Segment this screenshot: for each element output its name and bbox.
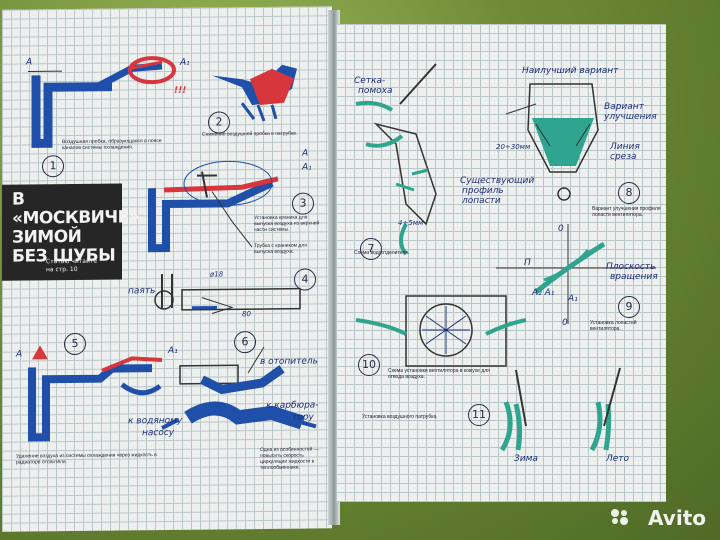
label-dim-4-5: 4÷5мм <box>398 219 424 227</box>
left-page: В «МОСКВИЧЕ» ЗИМОЙ БЕЗ ШУБЫ Статью читай… <box>2 6 332 532</box>
figure-8-drawing <box>505 83 599 201</box>
label-to-carb-2: тору <box>292 412 314 423</box>
figure-1-drawing <box>28 56 176 148</box>
caption-fig-9: Установка лопастей вентилятора. <box>590 320 637 332</box>
label-winter: Зима <box>514 454 538 464</box>
caption-fig-8: Вариант улучшения профиля лопасти вентил… <box>592 206 661 218</box>
avito-logo-icon <box>611 509 628 525</box>
label-cut-2: среза <box>610 152 637 162</box>
figure-7-drawing <box>355 63 437 256</box>
figure-number-8: 8 <box>618 182 640 204</box>
figure-9-drawing <box>496 224 656 324</box>
caption-fig-2: Снижение воздушной пробки в патрубке. <box>202 130 298 138</box>
label-best-variant: Наилучший вариант <box>522 66 619 76</box>
label-to-pump-2: насосу <box>142 427 175 439</box>
label-a-fig3: А <box>302 148 309 159</box>
figure-number-2: 2 <box>208 111 230 134</box>
figure-4-drawing <box>154 273 301 315</box>
caption-fig-7: Схема водоотделителя. <box>354 250 410 256</box>
label-plane-2: вращения <box>610 272 658 282</box>
label-p: П <box>524 258 531 268</box>
figure-number-7: 7 <box>360 238 382 260</box>
caption-fig-4: Трубка с краником для выпуска воздуха. <box>254 242 307 256</box>
label-a1-fig1: А₁ <box>180 57 190 68</box>
label-grid-2: помоха <box>358 86 393 96</box>
figure-number-4: 4 <box>294 268 316 291</box>
right-page: 7 8 9 10 11 Сетка- помоха Наилучший вари… <box>336 24 666 502</box>
figure-6-drawing <box>161 346 317 430</box>
label-improved-1: Вариант <box>604 102 644 112</box>
label-d18: ø18 <box>210 270 224 279</box>
figure-number-10: 10 <box>358 354 380 376</box>
label-to-pump-1: к водяному <box>128 415 183 427</box>
label-a2-a1: А₂ А₁ <box>532 288 555 298</box>
headline-subline-1: Статью читайте <box>46 257 98 266</box>
watermark: Avito <box>648 506 706 530</box>
figure-number-11: 11 <box>468 404 490 426</box>
label-to-heater: в отопитель <box>260 356 318 368</box>
label-zero-top: 0 <box>558 224 564 234</box>
figure-5-drawing <box>28 345 163 442</box>
caption-fig-1: Воздушная пробка, образующаяся в поясе к… <box>62 138 162 152</box>
caption-fig-11: Установка воздушного патрубка. <box>362 414 438 420</box>
label-to-carb-1: к карбюра- <box>266 400 319 411</box>
figure-11-drawing <box>499 367 621 452</box>
caption-fig-5: Удаление воздуха из системы охлаждения ч… <box>16 452 157 466</box>
left-page-drawings <box>28 56 317 442</box>
label-len80: 80 <box>242 310 251 319</box>
headline-subline-2: на стр. 10 <box>46 265 78 274</box>
right-page-drawings <box>355 63 656 452</box>
label-a1-fig5: А₁ <box>168 345 178 356</box>
label-dim-20-30: 20÷30мм <box>496 143 531 151</box>
figure-number-3: 3 <box>292 192 314 215</box>
figure-number-1: 1 <box>42 155 64 178</box>
label-zero-bottom: 0 <box>562 318 568 328</box>
label-a1-fig3: А₁ <box>302 162 312 173</box>
figure-number-5: 5 <box>64 332 86 356</box>
headline-line-2: ЗИМОЙ <box>12 226 82 248</box>
headline-subline: Статью читайте на стр. 10 <box>46 258 97 275</box>
label-a1-vertical: А₁ <box>568 294 578 304</box>
figure-3-drawing <box>148 160 279 253</box>
label-a-fig5: А <box>16 349 23 360</box>
caption-fig-10: Схема установки вентилятора в кожухе для… <box>388 368 490 380</box>
label-grid-1: Сетка- <box>354 76 386 86</box>
headline-line-1: В «МОСКВИЧЕ» <box>12 189 140 229</box>
label-existing-1: Существующий <box>460 176 535 186</box>
label-summer: Лето <box>606 454 630 464</box>
figure-number-9: 9 <box>618 296 640 318</box>
label-exclaim: !!! <box>174 85 187 96</box>
label-seal: паять <box>128 286 156 297</box>
figure-10-drawing <box>355 295 527 367</box>
label-plane-1: Плоскость <box>606 262 656 272</box>
label-existing-3: лопасти <box>462 196 501 206</box>
label-cut-1: Линия <box>610 142 640 152</box>
caption-fig-6: Одна из особенностей — повысить скорость… <box>260 446 319 472</box>
label-existing-2: профиль <box>462 186 504 196</box>
label-improved-2: улучшения <box>604 112 657 122</box>
figure-2-drawing <box>212 64 297 122</box>
caption-fig-3: Установка краника для выпуска воздуха из… <box>254 214 320 234</box>
figure-number-6: 6 <box>234 331 256 354</box>
headline-title: В «МОСКВИЧЕ» ЗИМОЙ БЕЗ ШУБЫ <box>12 189 139 266</box>
label-a-fig1: А <box>26 57 33 68</box>
headline-block: В «МОСКВИЧЕ» ЗИМОЙ БЕЗ ШУБЫ Статью читай… <box>2 183 139 281</box>
